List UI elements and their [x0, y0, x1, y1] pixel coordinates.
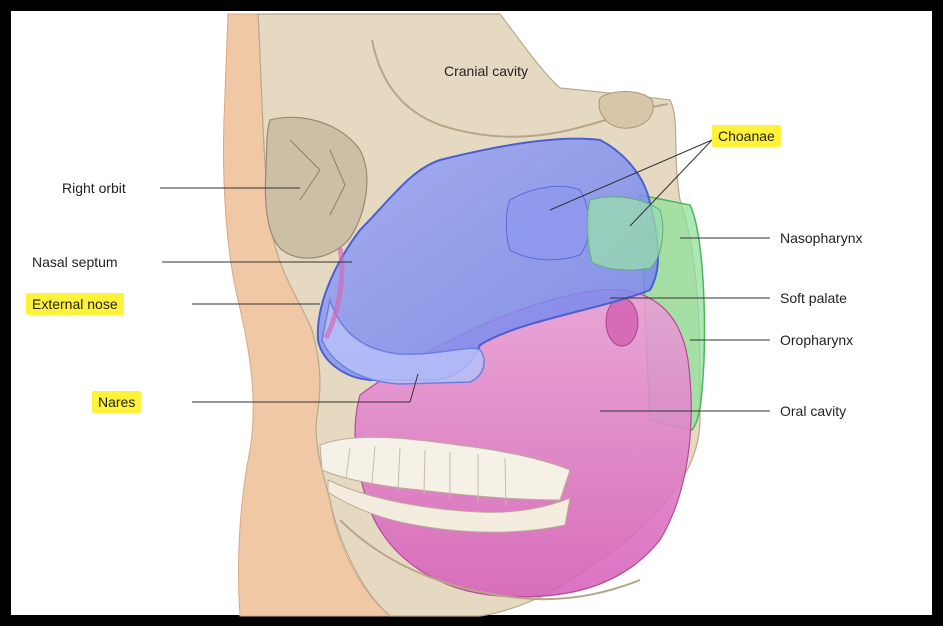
uvula-shape — [606, 298, 638, 346]
label-nares: Nares — [92, 391, 141, 413]
choana-green — [587, 197, 663, 270]
label-nasopharynx: Nasopharynx — [780, 229, 863, 247]
label-nasal-septum: Nasal septum — [32, 253, 118, 271]
label-oropharynx: Oropharynx — [780, 331, 853, 349]
label-external-nose: External nose — [26, 293, 124, 315]
label-soft-palate: Soft palate — [780, 289, 847, 307]
choanae-shape — [506, 186, 589, 259]
label-choanae: Choanae — [712, 125, 781, 147]
label-oral-cavity: Oral cavity — [780, 402, 846, 420]
label-cranial-cavity: Cranial cavity — [444, 62, 528, 80]
label-right-orbit: Right orbit — [62, 179, 126, 197]
